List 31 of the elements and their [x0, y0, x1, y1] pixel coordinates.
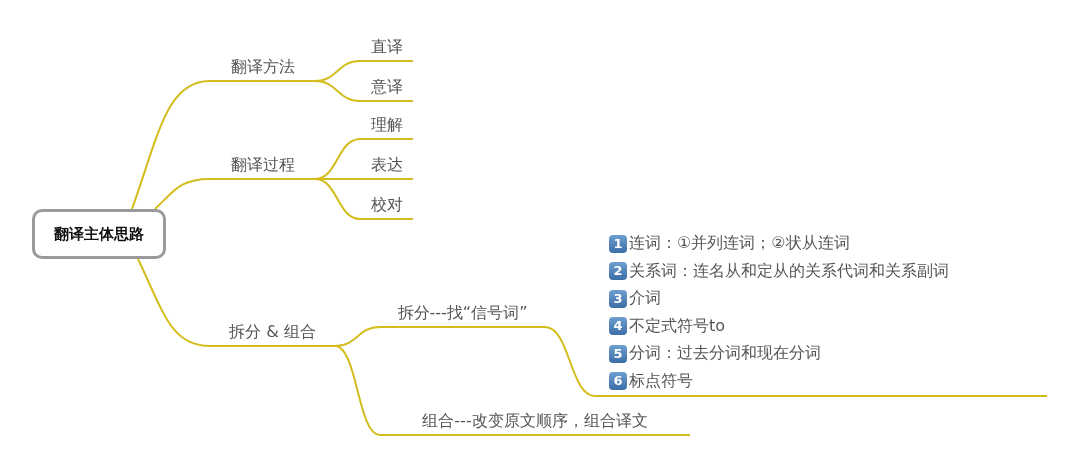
topic-label: 组合---改变原文顺序，组合译文 — [380, 406, 690, 436]
list-item-text: 分词：过去分词和现在分词 — [629, 343, 821, 365]
number-badge: 2 — [609, 262, 627, 281]
branch-line — [137, 258, 211, 347]
branch-line — [314, 178, 361, 220]
central-topic-box: 翻译主体思路 — [32, 209, 166, 259]
topic-label: 理解 — [360, 110, 413, 140]
branch-line — [131, 80, 211, 210]
branch-line — [334, 326, 381, 347]
branch-line — [544, 326, 596, 397]
list-item-text: 标点符号 — [629, 370, 693, 392]
topic-label: 表达 — [360, 150, 413, 180]
branch-line — [334, 345, 381, 436]
number-badge: 3 — [609, 289, 627, 308]
number-badge: 6 — [609, 372, 627, 391]
topic-label: 意译 — [360, 72, 413, 102]
topic-label: 拆分---找“信号词” — [380, 298, 545, 328]
number-badge: 1 — [609, 234, 627, 253]
list-item-text: 介词 — [629, 288, 661, 310]
list-item-text: 不定式符号to — [629, 315, 726, 337]
topic-label: 校对 — [360, 190, 413, 220]
branch-line — [154, 178, 211, 210]
topic-label: 翻译过程 — [210, 150, 315, 180]
list-item-text: 关系词：连名从和定从的关系代词和关系副词 — [629, 260, 949, 282]
topic-label: 直译 — [360, 32, 413, 62]
number-badge: 4 — [609, 317, 627, 336]
branch-line — [314, 80, 361, 102]
topic-label: 拆分 & 组合 — [210, 317, 335, 347]
number-badge: 5 — [609, 344, 627, 363]
topic-label: 翻译方法 — [210, 52, 315, 82]
list-item-text: 连词：①并列连词；②状从连词 — [629, 233, 850, 255]
